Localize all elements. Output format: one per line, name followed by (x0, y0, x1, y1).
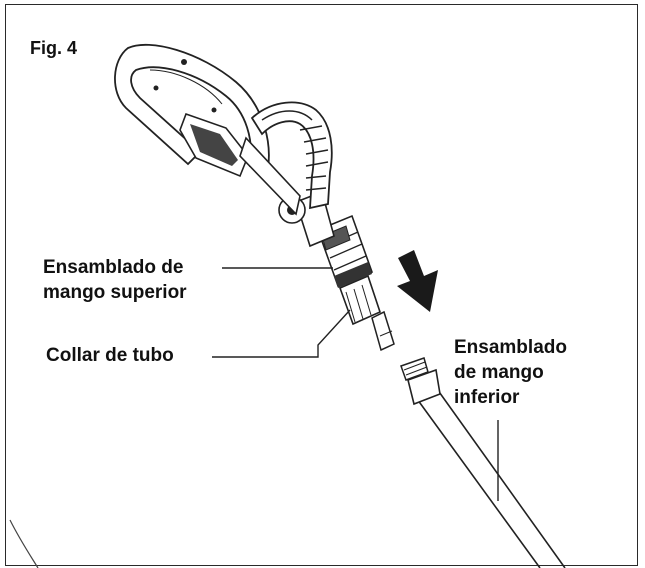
figure-label: Fig. 4 (30, 38, 78, 58)
upper-handle-callout-line-2: mango superior (43, 282, 187, 303)
lower-handle-callout-line-3: inferior (454, 387, 520, 408)
lower-handle-callout: Ensamblado de mango inferior (454, 335, 567, 410)
lower-handle-callout-line-1: Ensamblado (454, 337, 567, 358)
edge-curve (9, 519, 39, 568)
figure-frame (5, 4, 638, 566)
down-right-arrow-icon (397, 250, 438, 312)
upper-handle-callout: Ensamblado de mango superior (43, 255, 187, 305)
collar-leader (212, 309, 351, 358)
trigger-body (179, 112, 249, 178)
upper-handle-callout-line-1: Ensamblado de (43, 257, 184, 278)
auxiliary-handle (239, 101, 333, 216)
lower-handle-tube (400, 357, 566, 568)
tube-collar (338, 274, 395, 352)
leader-lines (212, 267, 499, 501)
tube-collar-callout: Collar de tubo (46, 345, 174, 366)
lower-handle-callout-line-2: de mango (454, 362, 544, 383)
